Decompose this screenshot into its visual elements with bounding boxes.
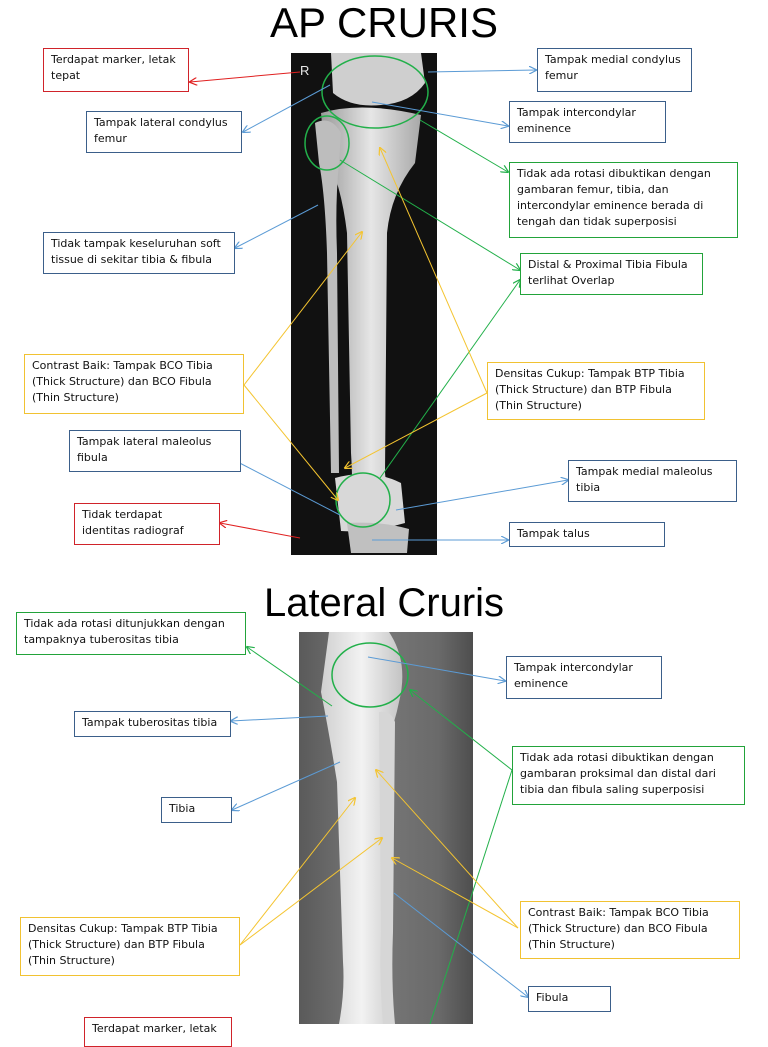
label-lat-tibia: Tibia	[161, 797, 232, 823]
label-lat-contrast: Contrast Baik: Tampak BCO Tibia (Thick S…	[520, 901, 740, 959]
label-talus: Tampak talus	[509, 522, 665, 547]
label-no-identity: Tidak terdapat identitas radiograf	[74, 503, 220, 545]
lateral-xray-image	[299, 632, 473, 1024]
label-lateral-condylus: Tampak lateral condylus femur	[86, 111, 242, 153]
label-medial-maleolus: Tampak medial maleolus tibia	[568, 460, 737, 502]
ap-leg-bones	[315, 53, 425, 553]
r-marker: R	[300, 63, 310, 78]
label-lat-intercondylar: Tampak intercondylar eminence	[506, 656, 662, 699]
label-marker: Terdapat marker, letak tepat	[43, 48, 189, 92]
label-intercondylar: Tampak intercondylar eminence	[509, 101, 666, 143]
lateral-leg-bones	[321, 632, 403, 1024]
label-lat-fibula: Fibula	[528, 986, 611, 1012]
label-lat-density: Densitas Cukup: Tampak BTP Tibia (Thick …	[20, 917, 240, 976]
label-lateral-maleolus: Tampak lateral maleolus fibula	[69, 430, 241, 472]
label-contrast: Contrast Baik: Tampak BCO Tibia (Thick S…	[24, 354, 244, 414]
label-density: Densitas Cukup: Tampak BTP Tibia (Thick …	[487, 362, 705, 420]
ap-xray-image	[291, 53, 437, 555]
label-soft-tissue: Tidak tampak keseluruhan soft tissue di …	[43, 232, 235, 274]
label-medial-condylus: Tampak medial condylus femur	[537, 48, 692, 92]
ap-cruris-title: AP CRURIS	[270, 0, 498, 46]
label-no-rotation: Tidak ada rotasi dibuktikan dengan gamba…	[509, 162, 738, 238]
lateral-cruris-title: Lateral Cruris	[263, 581, 505, 625]
label-lat-tuberositas: Tampak tuberositas tibia	[74, 711, 231, 737]
label-lat-no-rotation-tuber: Tidak ada rotasi ditunjukkan dengan tamp…	[16, 612, 246, 655]
label-lat-cut-off: Terdapat marker, letak	[84, 1017, 232, 1047]
label-overlap: Distal & Proximal Tibia Fibula terlihat …	[520, 253, 703, 295]
label-lat-no-rotation-superposisi: Tidak ada rotasi dibuktikan dengan gamba…	[512, 746, 745, 805]
